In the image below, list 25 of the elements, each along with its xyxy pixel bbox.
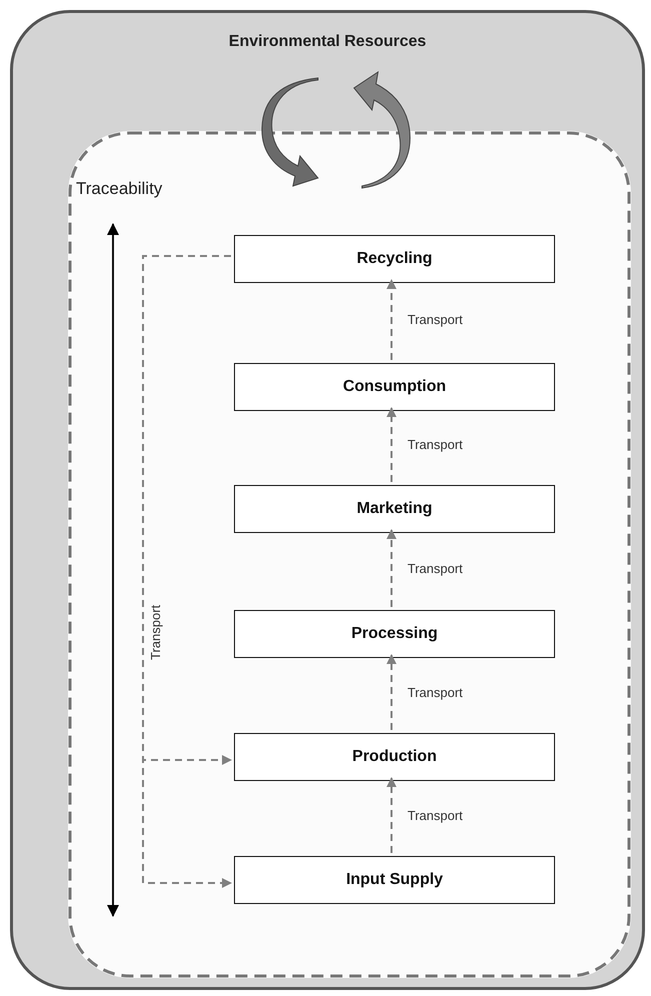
dashed-arrow (386, 279, 396, 360)
step-label: Processing (351, 625, 438, 643)
panel-title: Environmental Resources (228, 33, 428, 51)
edge-label: Transport (148, 602, 163, 662)
process-box (234, 856, 555, 904)
dashed-arrow (386, 529, 396, 607)
edge-label: Transport (406, 312, 465, 327)
process-box (234, 235, 555, 283)
region-heading: Traceability (76, 179, 162, 199)
dashed-arrow (386, 654, 396, 730)
step-label: Input Supply (346, 871, 443, 889)
step-label: Recycling (356, 250, 432, 268)
edge-label: Transport (406, 437, 465, 452)
process-box (234, 610, 555, 658)
step-label: Consumption (342, 378, 446, 396)
outer-panel (10, 10, 645, 990)
dashed-region (68, 131, 631, 978)
step-label: Production (352, 748, 437, 766)
process-box (234, 363, 555, 411)
process-box (234, 485, 555, 533)
process-box (234, 733, 555, 781)
dashed-arrow (386, 407, 396, 482)
dashed-arrow (142, 255, 232, 888)
step-label: Marketing (356, 500, 432, 518)
dashed-arrow (386, 777, 396, 853)
